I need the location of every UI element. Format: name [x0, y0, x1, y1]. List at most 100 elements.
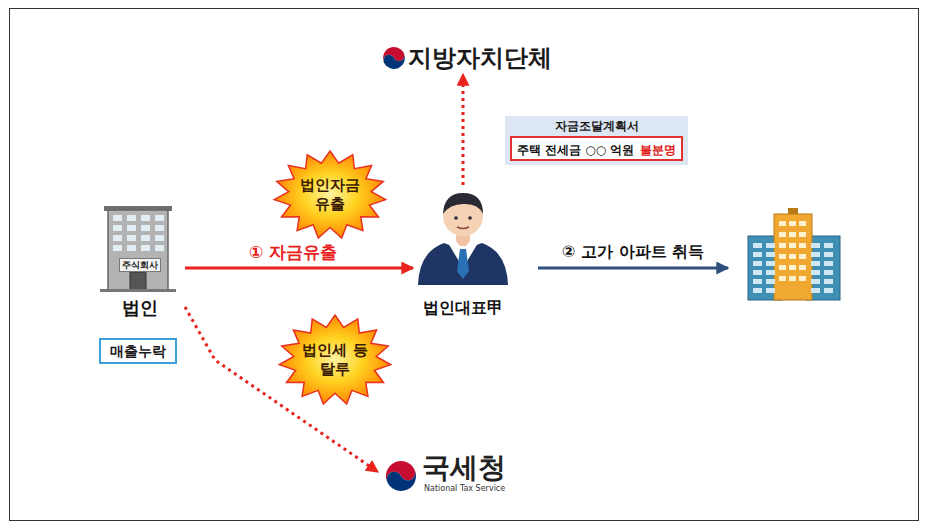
arrow-label: ② 고가 아파트 취득 — [559, 242, 707, 263]
shape-part — [130, 272, 146, 290]
window — [141, 245, 150, 251]
node-subtext: 불분명 — [640, 142, 676, 158]
edge-label: ① 자금유출 — [246, 241, 340, 264]
flow-arrow — [185, 267, 413, 270]
window — [113, 225, 122, 231]
window — [811, 270, 820, 275]
shape-part — [468, 216, 472, 220]
window — [789, 265, 796, 270]
window — [766, 243, 775, 248]
highlight-box: 주택 전세금 ○○ 억원 불분명 — [510, 136, 683, 161]
window — [127, 235, 136, 241]
window — [811, 288, 820, 293]
node-subtext: National Tax Service — [424, 484, 506, 494]
burst-outline — [279, 315, 390, 404]
window — [799, 221, 806, 226]
window — [789, 276, 796, 281]
window — [811, 279, 820, 284]
node-text: 주식회사 — [119, 258, 161, 272]
shape-part — [457, 227, 469, 229]
gov-logo — [379, 43, 408, 72]
representative-node: 법인대표甲 — [413, 185, 513, 318]
shape-part — [774, 214, 812, 300]
window — [779, 221, 786, 226]
node-text: 매출누락 — [110, 342, 166, 360]
apartment-icon — [748, 208, 840, 300]
window — [824, 288, 833, 293]
frame — [10, 9, 919, 521]
window — [779, 265, 786, 270]
shape-part — [108, 210, 168, 290]
window — [799, 265, 806, 270]
window — [811, 252, 820, 257]
window — [811, 261, 820, 266]
shape-part — [384, 463, 421, 496]
window — [789, 232, 796, 237]
agency-label: 국세청National Tax Service — [378, 452, 506, 494]
company-building — [100, 206, 176, 292]
window — [766, 261, 775, 266]
window — [141, 235, 150, 241]
node-text: 지방자치단체 — [408, 42, 552, 74]
burst-callout: 법인세 등 탈루 — [279, 315, 391, 405]
window — [799, 232, 806, 237]
node-text: 법인대표甲 — [413, 298, 513, 318]
window — [753, 288, 762, 293]
window — [753, 243, 762, 248]
node-subtext: 법인 — [95, 297, 185, 319]
shape-part — [100, 289, 176, 292]
shape-part — [443, 193, 483, 214]
window — [766, 279, 775, 284]
window — [753, 252, 762, 257]
company-node: 주식회사법인 — [95, 202, 185, 319]
node-text: 법인자금 유출 — [291, 176, 369, 214]
window — [824, 243, 833, 248]
authority-label: 지방자치단체 — [380, 42, 552, 74]
window — [127, 225, 136, 231]
note-box: 매출누락 — [99, 338, 177, 364]
gov-logo — [381, 456, 421, 496]
window — [779, 243, 786, 248]
window — [824, 261, 833, 266]
window — [824, 252, 833, 257]
window — [766, 288, 775, 293]
window — [155, 245, 164, 251]
node-text: 법인세 등 탈루 — [296, 341, 374, 379]
window — [141, 215, 150, 221]
window — [799, 254, 806, 259]
window — [789, 254, 796, 259]
window — [779, 232, 786, 237]
window — [789, 243, 796, 248]
apartment-windows — [753, 221, 833, 293]
window — [141, 225, 150, 231]
window — [753, 270, 762, 275]
window — [127, 245, 136, 251]
purchase-arrow — [538, 267, 728, 270]
window — [824, 270, 833, 275]
window — [766, 270, 775, 275]
burst-callout: 법인자금 유출 — [274, 151, 386, 239]
window — [811, 243, 820, 248]
window — [113, 245, 122, 251]
window — [824, 279, 833, 284]
shape-part — [418, 243, 508, 285]
window — [799, 276, 806, 281]
shape-part — [457, 249, 469, 279]
shape-part — [382, 48, 409, 72]
node-text: 주택 전세금 ○○ 억원 — [517, 142, 634, 158]
shape-part — [454, 216, 458, 220]
dotted-arrow — [462, 74, 465, 185]
building-windows — [113, 215, 164, 251]
window — [155, 235, 164, 241]
window — [779, 276, 786, 281]
person-icon — [418, 193, 508, 285]
window — [753, 261, 762, 266]
window — [789, 221, 796, 226]
burst-outline — [274, 151, 385, 238]
window — [799, 243, 806, 248]
window — [155, 215, 164, 221]
document-box: 자금조달계획서주택 전세금 ○○ 억원불분명 — [505, 116, 688, 165]
window — [779, 254, 786, 259]
window — [127, 215, 136, 221]
